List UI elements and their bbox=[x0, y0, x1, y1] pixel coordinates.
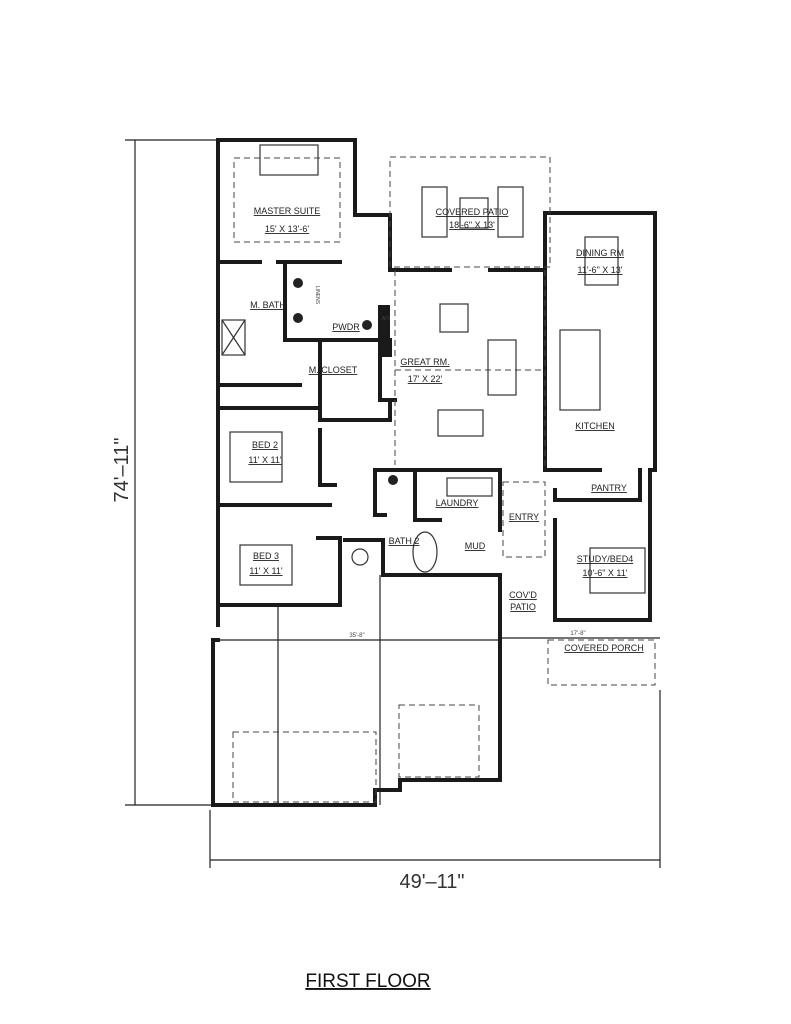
bath2-label: BATH 2 bbox=[389, 536, 420, 546]
dining-size: 11'-6" X 13' bbox=[578, 265, 623, 275]
covd-patio-label-2: PATIO bbox=[510, 602, 536, 612]
dining-label: DINING RM bbox=[576, 248, 624, 258]
pantry-label: PANTRY bbox=[591, 483, 627, 493]
bed3-label: BED 3 bbox=[253, 551, 279, 561]
covd-patio-label-1: COV'D bbox=[509, 590, 537, 600]
linens-label: LINENS bbox=[314, 286, 320, 305]
laundry-label: LAUNDRY bbox=[436, 498, 479, 508]
bed3-size: 11' X 11' bbox=[249, 566, 282, 576]
depth-label: 74'–11" bbox=[111, 437, 133, 502]
entry-label: ENTRY bbox=[509, 512, 539, 522]
depth-dimension: 74'–11" bbox=[111, 139, 220, 806]
width-label: 49'–11" bbox=[399, 871, 464, 893]
study-label: STUDY/BED4 bbox=[577, 554, 634, 564]
width-dimension: 49'–11" bbox=[209, 690, 661, 893]
bed2-label: BED 2 bbox=[252, 440, 278, 450]
covered-patio-label: COVERED PATIO bbox=[436, 207, 509, 217]
covered-patio-size: 18'-6" X 13' bbox=[449, 220, 495, 230]
walls bbox=[211, 138, 657, 807]
master-suite-label: MASTER SUITE bbox=[254, 206, 321, 216]
porch-width-label: 17'-8" bbox=[570, 631, 585, 637]
great-rm-label: GREAT RM. bbox=[400, 357, 449, 367]
master-suite-size: 15' X 13'-6' bbox=[265, 224, 309, 234]
covered-porch-label: COVERED PORCH bbox=[564, 643, 644, 653]
m-closet-label: M. CLOSET bbox=[309, 365, 358, 375]
page-title: FIRST FLOOR bbox=[305, 971, 430, 992]
av-label: A/V bbox=[382, 316, 391, 322]
pwdr-label: PWDR bbox=[332, 322, 360, 332]
kitchen-label: KITCHEN bbox=[575, 421, 615, 431]
great-rm-size: 17' X 22' bbox=[408, 374, 443, 384]
mud-label: MUD bbox=[465, 541, 486, 551]
furniture bbox=[221, 144, 646, 594]
inner-dimensions: 35'-8" 17'-8" bbox=[215, 575, 660, 805]
study-size: 10'-6" X 11' bbox=[583, 568, 628, 578]
m-bath-label: M. BATH bbox=[250, 300, 286, 310]
garage-width-label: 35'-8" bbox=[349, 633, 364, 639]
dashed-lines bbox=[232, 156, 656, 803]
bed2-size: 11' X 11' bbox=[248, 455, 281, 465]
room-labels: MASTER SUITE 15' X 13'-6' COVERED PATIO … bbox=[248, 206, 643, 653]
